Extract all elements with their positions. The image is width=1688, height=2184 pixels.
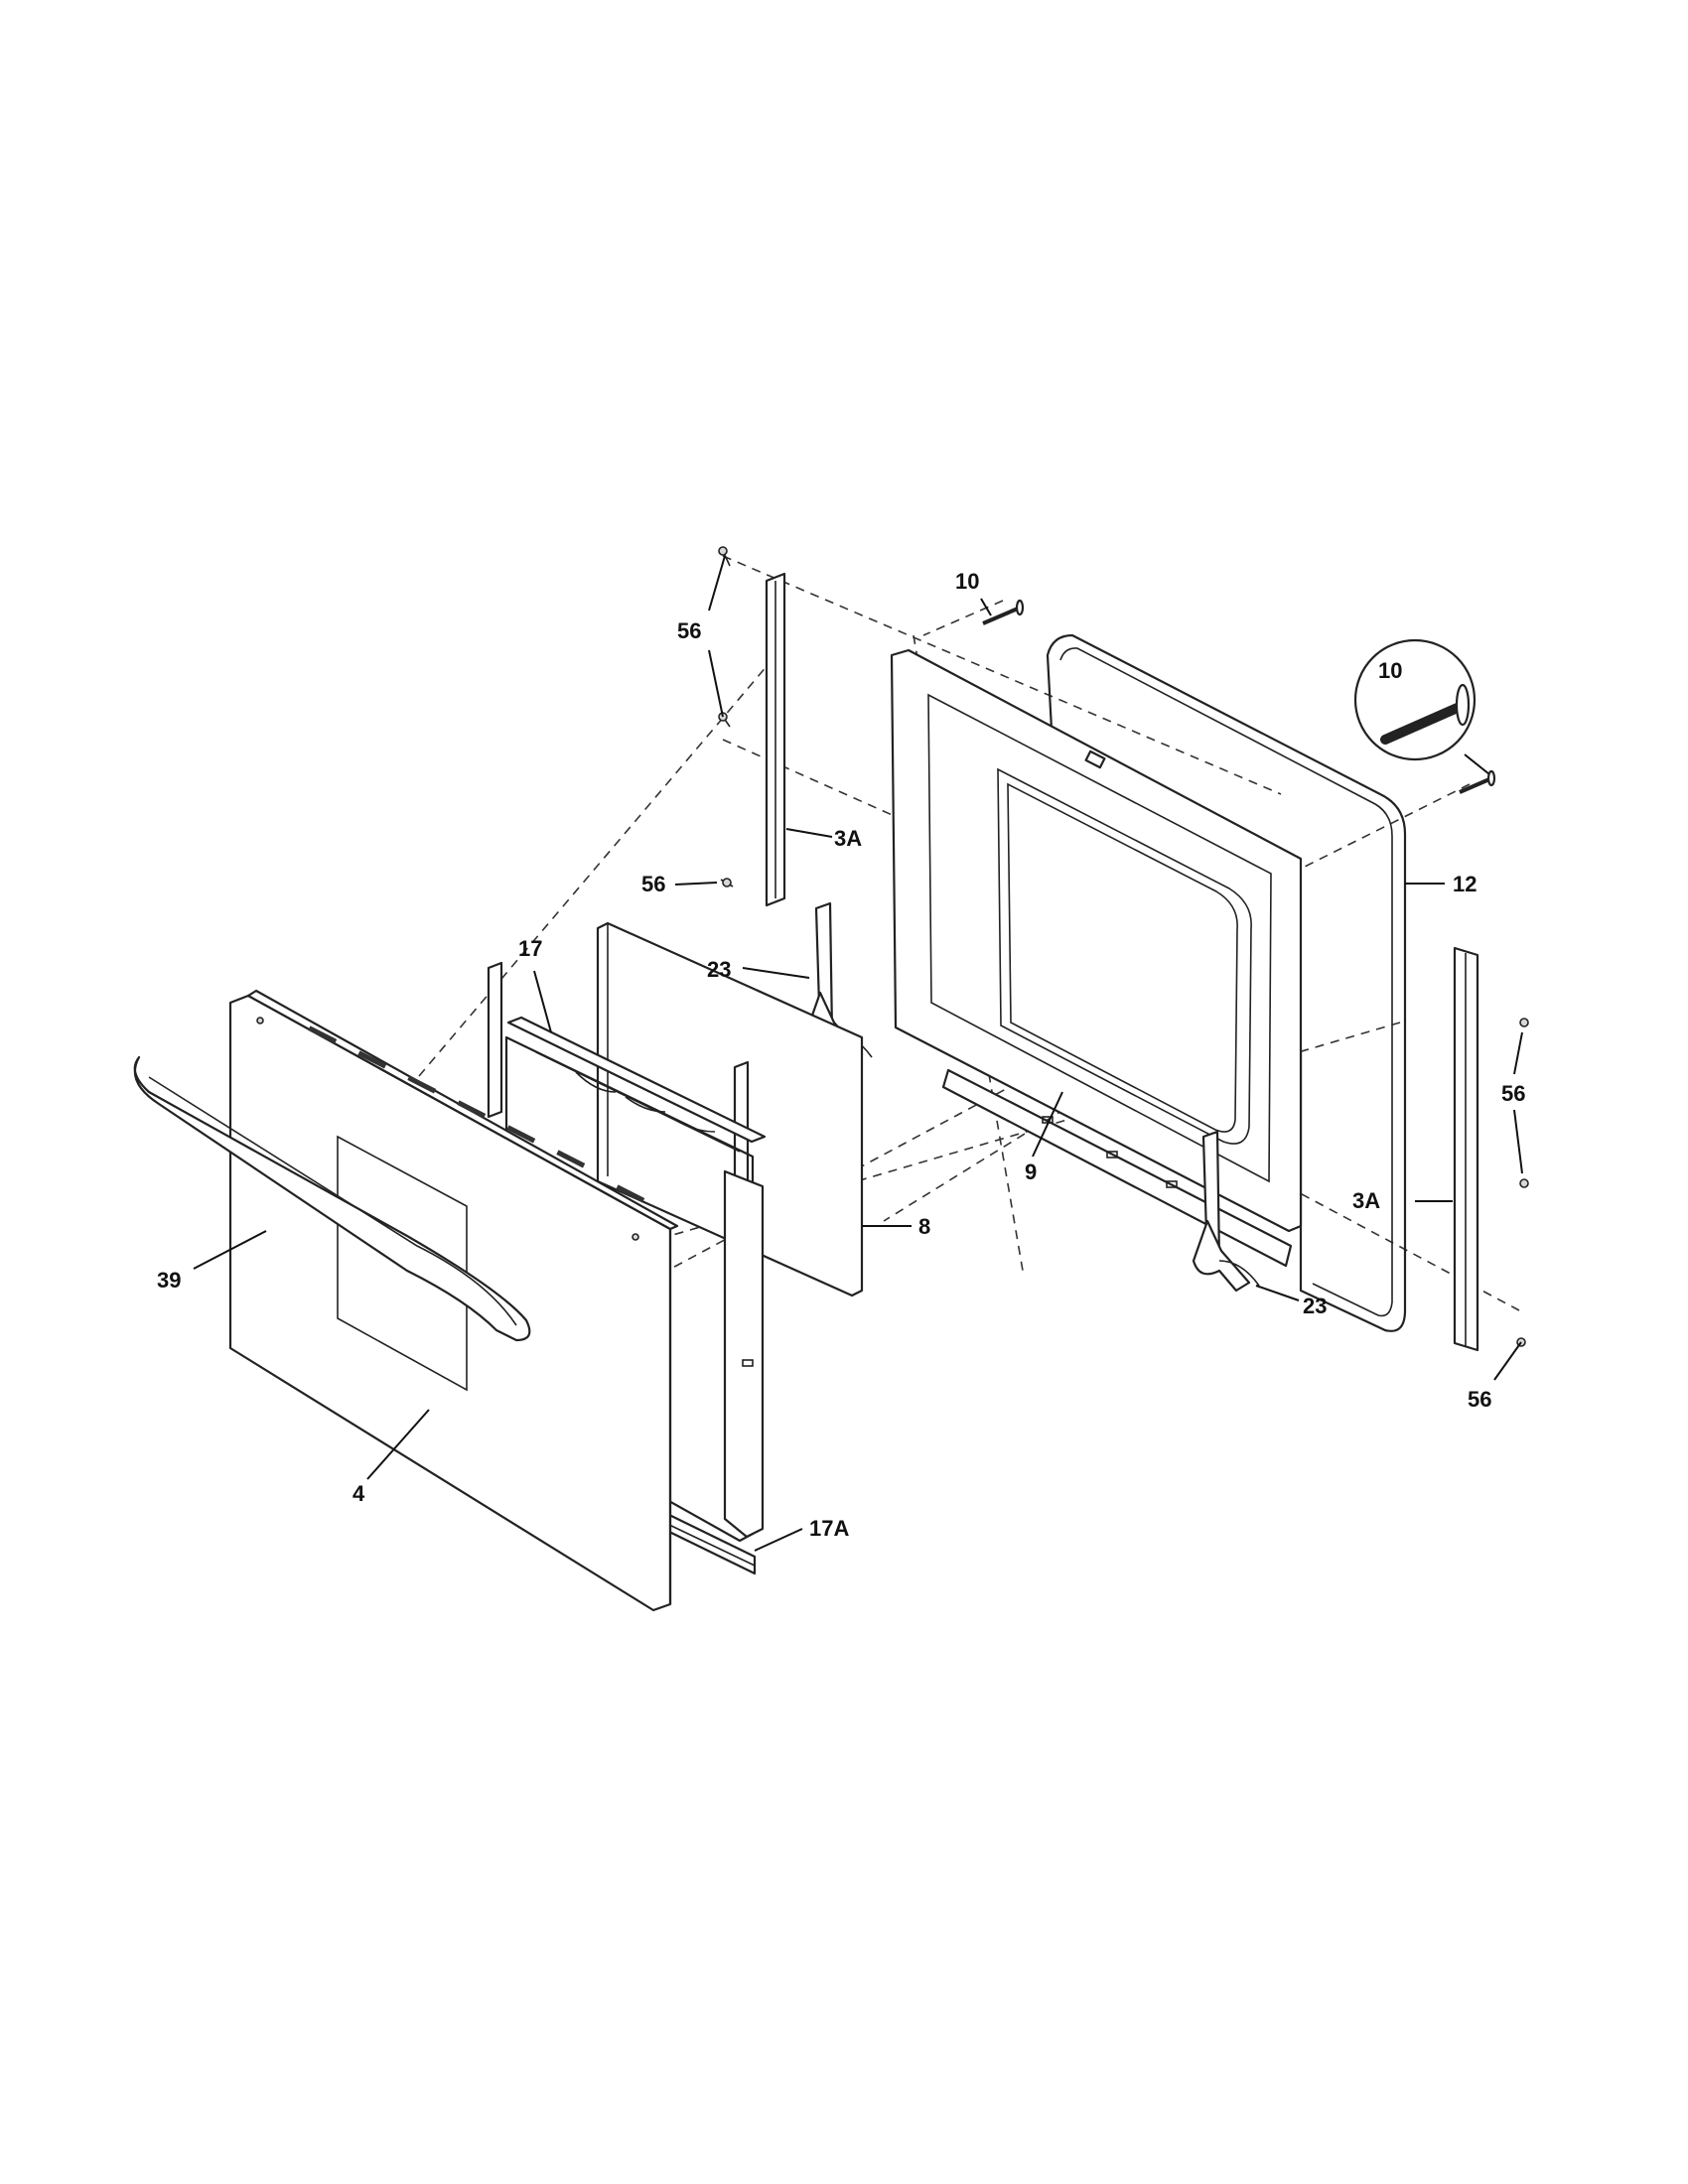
side-trim-right xyxy=(1453,946,1479,1352)
callout-3a-left: 3A xyxy=(834,826,862,851)
callout-17: 17 xyxy=(518,936,542,961)
inner-door-panel xyxy=(890,648,1303,1233)
side-trim-left xyxy=(765,572,786,907)
callout-23-right: 23 xyxy=(1303,1294,1327,1318)
bolt-detail-view xyxy=(1353,638,1490,775)
door-gasket xyxy=(1046,633,1407,1332)
outer-door-panel xyxy=(228,989,679,1612)
leader-lines xyxy=(193,555,1523,1552)
callout-17a: 17A xyxy=(809,1516,849,1541)
callout-4: 4 xyxy=(352,1481,365,1506)
bolt xyxy=(982,599,1025,625)
callout-56-right: 56 xyxy=(1501,1081,1525,1106)
door-liner xyxy=(487,961,767,1543)
vent-slots xyxy=(308,1025,645,1203)
callout-12: 12 xyxy=(1453,872,1477,896)
inner-panel-trim xyxy=(941,1068,1293,1268)
door-handle xyxy=(133,1055,531,1342)
screw-icon xyxy=(718,546,731,567)
screw-icon xyxy=(1519,1178,1529,1188)
callout-9: 9 xyxy=(1025,1160,1037,1184)
callout-56-bottom: 56 xyxy=(1468,1387,1491,1412)
bolt xyxy=(1459,769,1496,794)
callout-10-top: 10 xyxy=(955,569,979,594)
screw-icon xyxy=(1519,1018,1529,1027)
screw-icon xyxy=(720,878,734,887)
callout-8: 8 xyxy=(918,1214,930,1239)
callout-10-detail: 10 xyxy=(1378,658,1402,683)
screw-icon xyxy=(718,712,731,728)
callout-56-top: 56 xyxy=(677,618,701,643)
door-hinge-right xyxy=(1192,1130,1260,1293)
callout-labels: 56 10 10 3A 56 12 17 23 56 9 3A 8 39 23 … xyxy=(157,569,1525,1541)
callout-23-left: 23 xyxy=(707,957,731,982)
callout-56-mid: 56 xyxy=(641,872,665,896)
callout-3a-right: 3A xyxy=(1352,1188,1380,1213)
callout-39: 39 xyxy=(157,1268,181,1293)
